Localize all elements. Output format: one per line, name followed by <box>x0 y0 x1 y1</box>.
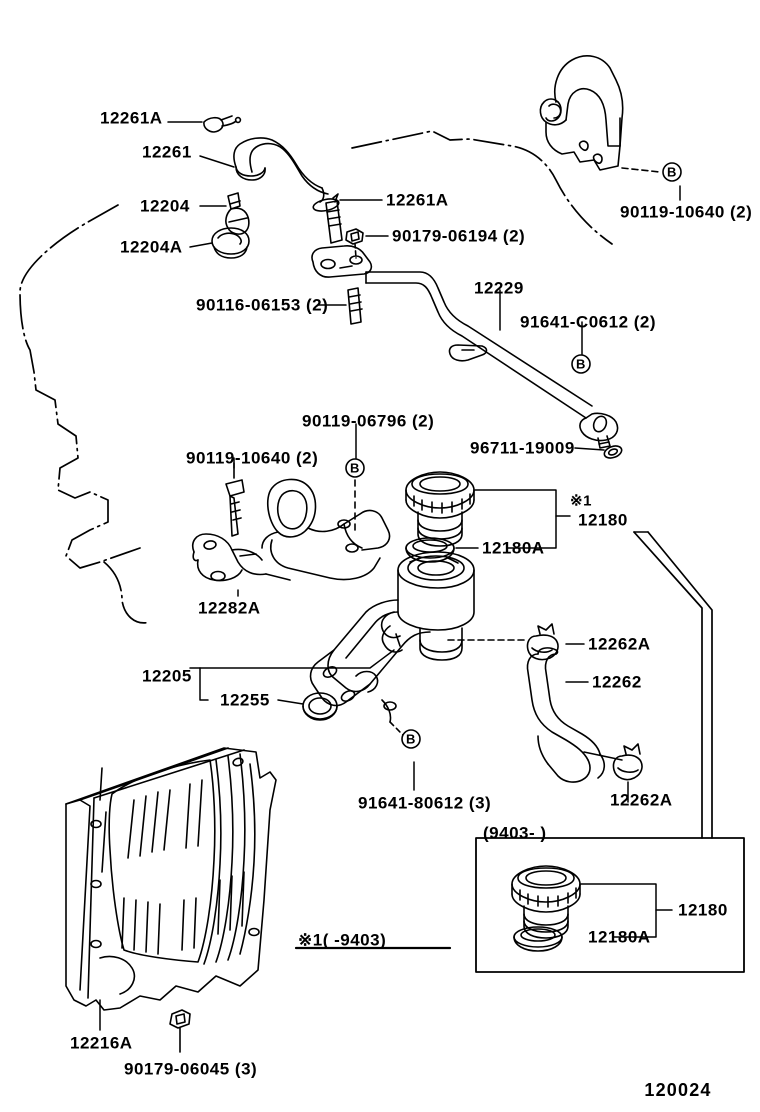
label-12229: 12229 <box>474 278 524 298</box>
leader-dash-bracket-b <box>621 167 661 173</box>
leader-12255 <box>277 699 304 705</box>
sheet-number: 120024 <box>644 1080 712 1100</box>
label-90119-10640-top: 90119-10640 (2) <box>620 202 753 222</box>
label-91641-c0612: 91641-C0612 (2) <box>520 312 657 332</box>
label-12204a: 12204A <box>120 237 183 257</box>
label-90179-06045: 90179-06045 (3) <box>124 1059 258 1079</box>
label-star-1: ※1 <box>570 492 592 510</box>
badge-b-stay-text: B <box>576 356 586 372</box>
label-inset-year-range: (9403- ) <box>483 823 547 843</box>
part-12180a-gasket <box>405 537 455 563</box>
label-12180a-inset: 12180A <box>588 927 651 947</box>
part-90179-06045-nut <box>169 1009 191 1053</box>
part-12229-stay-rod <box>365 271 619 449</box>
inset-box-9403 <box>475 837 745 973</box>
label-12180a: 12180A <box>482 538 545 558</box>
leader-dash-b4 <box>389 721 405 737</box>
badge-b-mount-text: B <box>350 460 360 476</box>
label-note-9403: ※1( -9403) <box>298 930 387 950</box>
label-90179-06194: 90179-06194 (2) <box>392 226 526 246</box>
part-bracket-upper <box>311 245 373 278</box>
label-90119-10640-mid: 90119-10640 (2) <box>186 448 319 468</box>
part-90119-10640-bolt-mid <box>225 462 245 537</box>
label-12262: 12262 <box>592 672 642 692</box>
leader-clamp-bottom-2 <box>583 751 623 761</box>
label-12282a: 12282A <box>198 598 261 618</box>
callout-bracket-12205 <box>189 649 395 701</box>
part-12262-hose <box>526 647 606 783</box>
part-12204a-grommet <box>211 227 250 259</box>
label-12180: 12180 <box>578 510 628 530</box>
part-90116-06153-stud-lower <box>347 287 363 325</box>
badge-b-neck-text: B <box>406 731 416 747</box>
part-12262a-clamp-bottom <box>612 743 643 781</box>
label-12261a-top: 12261A <box>100 108 163 128</box>
part-12216a-baffle-plate <box>65 747 277 1011</box>
label-12261: 12261 <box>142 142 192 162</box>
label-leader-lines <box>167 121 681 791</box>
label-12262a-top: 12262A <box>588 634 651 654</box>
label-96711-19009: 96711-19009 <box>470 438 575 458</box>
part-12261a-clip-top <box>203 115 242 133</box>
part-90116-06153-stud-upper <box>325 200 343 244</box>
part-12205-filler-neck <box>302 551 475 723</box>
badge-b-bracket-text: B <box>667 164 677 180</box>
label-12180-inset: 12180 <box>678 900 728 920</box>
label-12255: 12255 <box>220 690 270 710</box>
part-90179-06194-nut <box>345 228 364 259</box>
top-phantom-line <box>351 130 613 245</box>
label-90119-06796: 90119-06796 (2) <box>302 411 435 431</box>
part-upper-right-bracket <box>539 55 624 171</box>
leader-inset-pointer <box>633 531 713 839</box>
part-12282a-bracket <box>191 478 391 582</box>
part-96711-19009-oring <box>603 445 623 459</box>
label-12205: 12205 <box>142 666 192 686</box>
part-12261-hose <box>233 137 329 203</box>
label-90116-06153: 90116-06153 (2) <box>196 295 329 315</box>
label-12204: 12204 <box>140 196 190 216</box>
part-12180-filler-cap <box>405 471 475 547</box>
label-12262a-bottom: 12262A <box>610 790 673 810</box>
label-12261a-mid: 12261A <box>386 190 449 210</box>
part-12262a-clamp-top <box>526 623 559 661</box>
callout-bracket-12180 <box>474 489 571 549</box>
engine-outline-phantom <box>19 204 151 624</box>
label-12216a: 12216A <box>70 1033 133 1053</box>
label-91641-80612: 91641-80612 (3) <box>358 793 492 813</box>
